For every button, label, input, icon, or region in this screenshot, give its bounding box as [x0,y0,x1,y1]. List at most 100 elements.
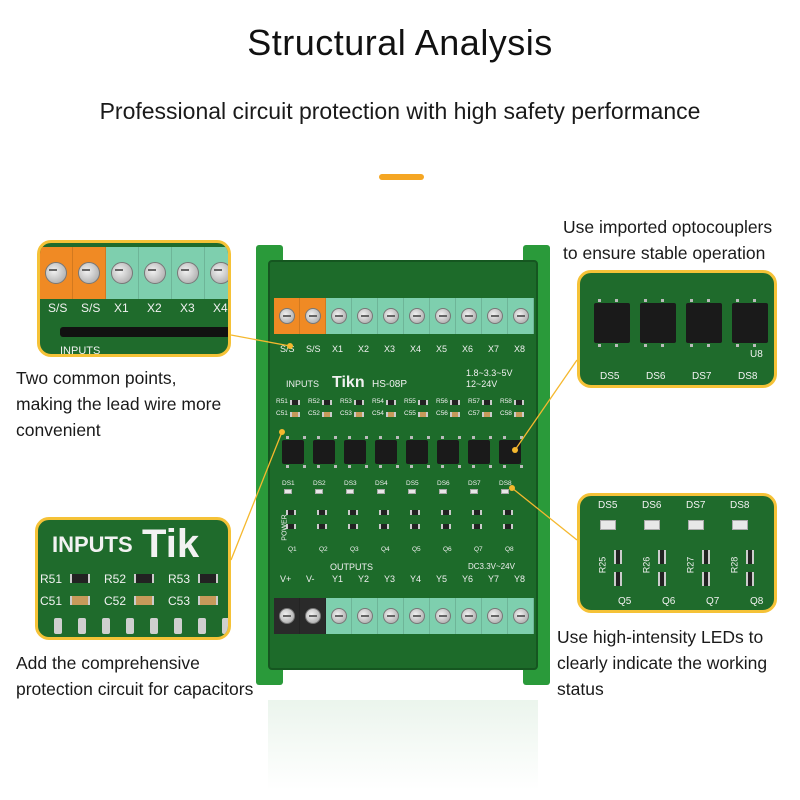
output-terminal [274,598,300,634]
transistor-label: Q7 [474,546,483,553]
zoom-resistor-label: R51 [40,572,63,586]
led-chip [439,489,447,494]
zoom-led-label: DS7 [692,371,712,382]
screw-icon [356,308,373,324]
accent-bar [379,174,424,180]
zoom-led-label: DS8 [738,371,758,382]
dc-label: DC3.3V~24V [468,562,515,571]
zoom-resistor-label: R26 [641,556,652,574]
zoom-resistor-chip [70,574,90,583]
screw-icon [408,608,425,624]
resistor-chip [410,510,420,515]
zoom-resistor-label: R27 [685,556,696,574]
zoom-pin [54,618,62,634]
capacitor-label: C57 [468,410,480,417]
transistor-label: Q3 [350,546,359,553]
resistor-chip [286,510,296,515]
page-subtitle: Professional circuit protection with hig… [99,98,701,124]
zoom-capacitor-chip [134,596,154,605]
screw-icon [512,308,529,324]
output-terminal [456,598,482,634]
zoom-resistor-chip [198,574,218,583]
callout-optocouplers: Use imported optocouplers to ensure stab… [563,214,799,266]
input-terminal-label: S/S [306,344,321,354]
screw-icon [330,608,347,624]
zoom-pin [222,618,228,634]
resistor-chip [348,510,358,515]
resistor-chip [386,400,396,405]
resistor-chip [418,400,428,405]
screw-icon [210,262,228,284]
capacitor-label: C53 [340,410,352,417]
resistor-chip [286,524,296,529]
screw-icon [111,262,133,284]
capacitor-chip [322,412,332,417]
input-terminal [430,298,456,334]
zoom-led-label: DS6 [642,500,662,511]
screw-icon [278,608,295,624]
zoom-resistor-chip [746,572,754,586]
callout-line: protection circuit for capacitors [16,679,254,699]
zoom-ic-row [594,299,774,353]
screw-icon [304,608,321,624]
callout-common-points: Two common points, making the lead wire … [16,365,266,443]
screw-icon [45,262,67,284]
resistor-chip [348,524,358,529]
capacitor-chip [386,412,396,417]
zoom-optocoupler-chip [594,299,630,347]
zoom-pins [48,618,228,637]
callout-line: Two common points, [16,368,177,388]
zoom-resistor-label: R52 [104,572,127,586]
zoom-terminal-label: X3 [180,301,195,315]
zoom-resistor-chip [702,550,710,564]
input-terminal-label: X3 [384,344,396,354]
output-terminal [300,598,326,634]
zoom-led-label: DS5 [598,500,618,511]
zoom-transistor-label: Q5 [618,596,632,607]
input-terminal [404,298,430,334]
led-label: DS7 [468,480,481,487]
zoom-resistor-label: R25 [597,556,608,574]
callout-line: Add the comprehensive [16,653,200,673]
output-terminal-label: V- [306,574,315,584]
zoom-capacitor-label: C51 [40,594,63,608]
led-chip [377,489,385,494]
screw-icon [278,308,295,324]
optocoupler-chip [375,436,399,468]
output-terminal-label: Y1 [332,574,344,584]
output-terminal-block [274,598,534,634]
zoom-inputs-label: INPUTS [52,532,133,557]
voltage-label-2: 12~24V [466,379,498,389]
resistor-label: R53 [340,398,352,405]
screw-icon [434,608,451,624]
screw-icon [460,608,477,624]
zoom-ic-label: U8 [750,349,763,360]
led-label: DS6 [437,480,450,487]
transistor-label: Q8 [505,546,514,553]
transistor-label: Q4 [381,546,390,553]
capacitor-label: C58 [500,410,512,417]
zoom-capacitor-label: C53 [168,594,191,608]
zoom-transistor-label: Q8 [750,596,764,607]
callout-line: to ensure stable operation [563,243,766,263]
output-terminal-label: Y2 [358,574,370,584]
callout-line: convenient [16,420,101,440]
screw-icon [78,262,100,284]
zoom-inputs-label: INPUTS [60,345,101,357]
zoom-capacitor-label: C52 [104,594,127,608]
zoom-optocoupler-chip [732,299,768,347]
zoom-terminal-label: S/S [48,301,68,315]
zoom-resistor-chip [614,550,622,564]
zoom-pin [126,618,134,634]
zoom-pin [150,618,158,634]
optocoupler-chip [282,436,306,468]
screw-icon [330,308,347,324]
zoom-optocoupler-chip [640,299,676,347]
input-terminal-label: X6 [462,344,474,354]
transistor-label: Q2 [319,546,328,553]
screw-icon [177,262,199,284]
optocoupler-chip [468,436,492,468]
